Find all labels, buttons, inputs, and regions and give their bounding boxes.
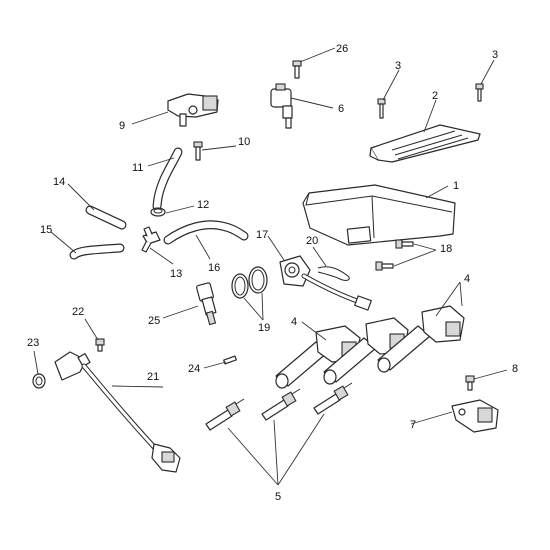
ecu-unit <box>302 184 456 246</box>
callout-9: 9 <box>119 120 125 132</box>
callout-12: 12 <box>197 199 209 211</box>
bolt-3b <box>475 83 484 102</box>
sensor-6 <box>270 83 293 129</box>
callout-25: 25 <box>148 315 160 327</box>
callout-2: 2 <box>432 90 438 102</box>
callout-24: 24 <box>188 363 200 375</box>
callout-14: 14 <box>53 176 65 188</box>
bolt-10 <box>193 141 203 161</box>
bolt-8 <box>465 375 475 391</box>
spark-plug-3 <box>313 382 353 415</box>
sensor-25 <box>196 282 217 326</box>
callout-13: 13 <box>170 268 182 280</box>
bolt-22 <box>95 338 105 352</box>
sensor-7 <box>451 399 499 433</box>
callout-20: 20 <box>306 235 318 247</box>
hose-11 <box>152 147 183 211</box>
map-sensor-9 <box>167 93 219 127</box>
callout-21: 21 <box>147 371 159 383</box>
callout-8: 8 <box>512 363 518 375</box>
callout-18: 18 <box>440 243 452 255</box>
hose-14 <box>85 205 127 230</box>
o-rings-19 <box>231 266 268 299</box>
callout-labels: 1 2 3 3 4 4 5 6 7 8 9 10 11 12 13 14 15 … <box>27 43 518 503</box>
clip-12 <box>150 207 166 217</box>
callout-22: 22 <box>72 306 84 318</box>
ecu-bracket <box>369 124 481 163</box>
callout-11: 11 <box>132 162 143 174</box>
callout-3b: 3 <box>492 49 498 61</box>
pin-24 <box>223 355 237 365</box>
callout-5: 5 <box>275 491 281 503</box>
bolt-18b <box>375 261 394 271</box>
spark-plug-1 <box>205 398 245 431</box>
callout-17: 17 <box>256 229 268 241</box>
hose-15 <box>69 243 125 260</box>
sensor-21 <box>54 351 181 473</box>
ignition-coil-3 <box>377 305 465 373</box>
tee-13 <box>141 226 161 253</box>
hose-16 <box>163 220 249 245</box>
callout-6: 6 <box>338 103 344 115</box>
callout-4b: 4 <box>464 273 470 285</box>
callout-10: 10 <box>238 136 250 148</box>
bolt-26 <box>292 60 302 79</box>
callout-15: 15 <box>40 224 52 236</box>
callout-4a: 4 <box>291 316 297 328</box>
bolt-18a <box>395 239 414 249</box>
bolt-3a <box>377 98 386 119</box>
o-ring-23 <box>32 373 46 389</box>
callout-26: 26 <box>336 43 348 55</box>
callout-16: 16 <box>208 262 220 274</box>
callout-3a: 3 <box>395 60 401 72</box>
callout-7: 7 <box>410 419 416 431</box>
callout-19: 19 <box>258 322 270 334</box>
clip-20 <box>317 266 350 281</box>
callout-23: 23 <box>27 337 39 349</box>
sensor-17 <box>279 255 372 311</box>
callout-1: 1 <box>453 180 459 192</box>
spark-plug-2 <box>261 388 301 421</box>
leader-lines <box>33 47 508 486</box>
